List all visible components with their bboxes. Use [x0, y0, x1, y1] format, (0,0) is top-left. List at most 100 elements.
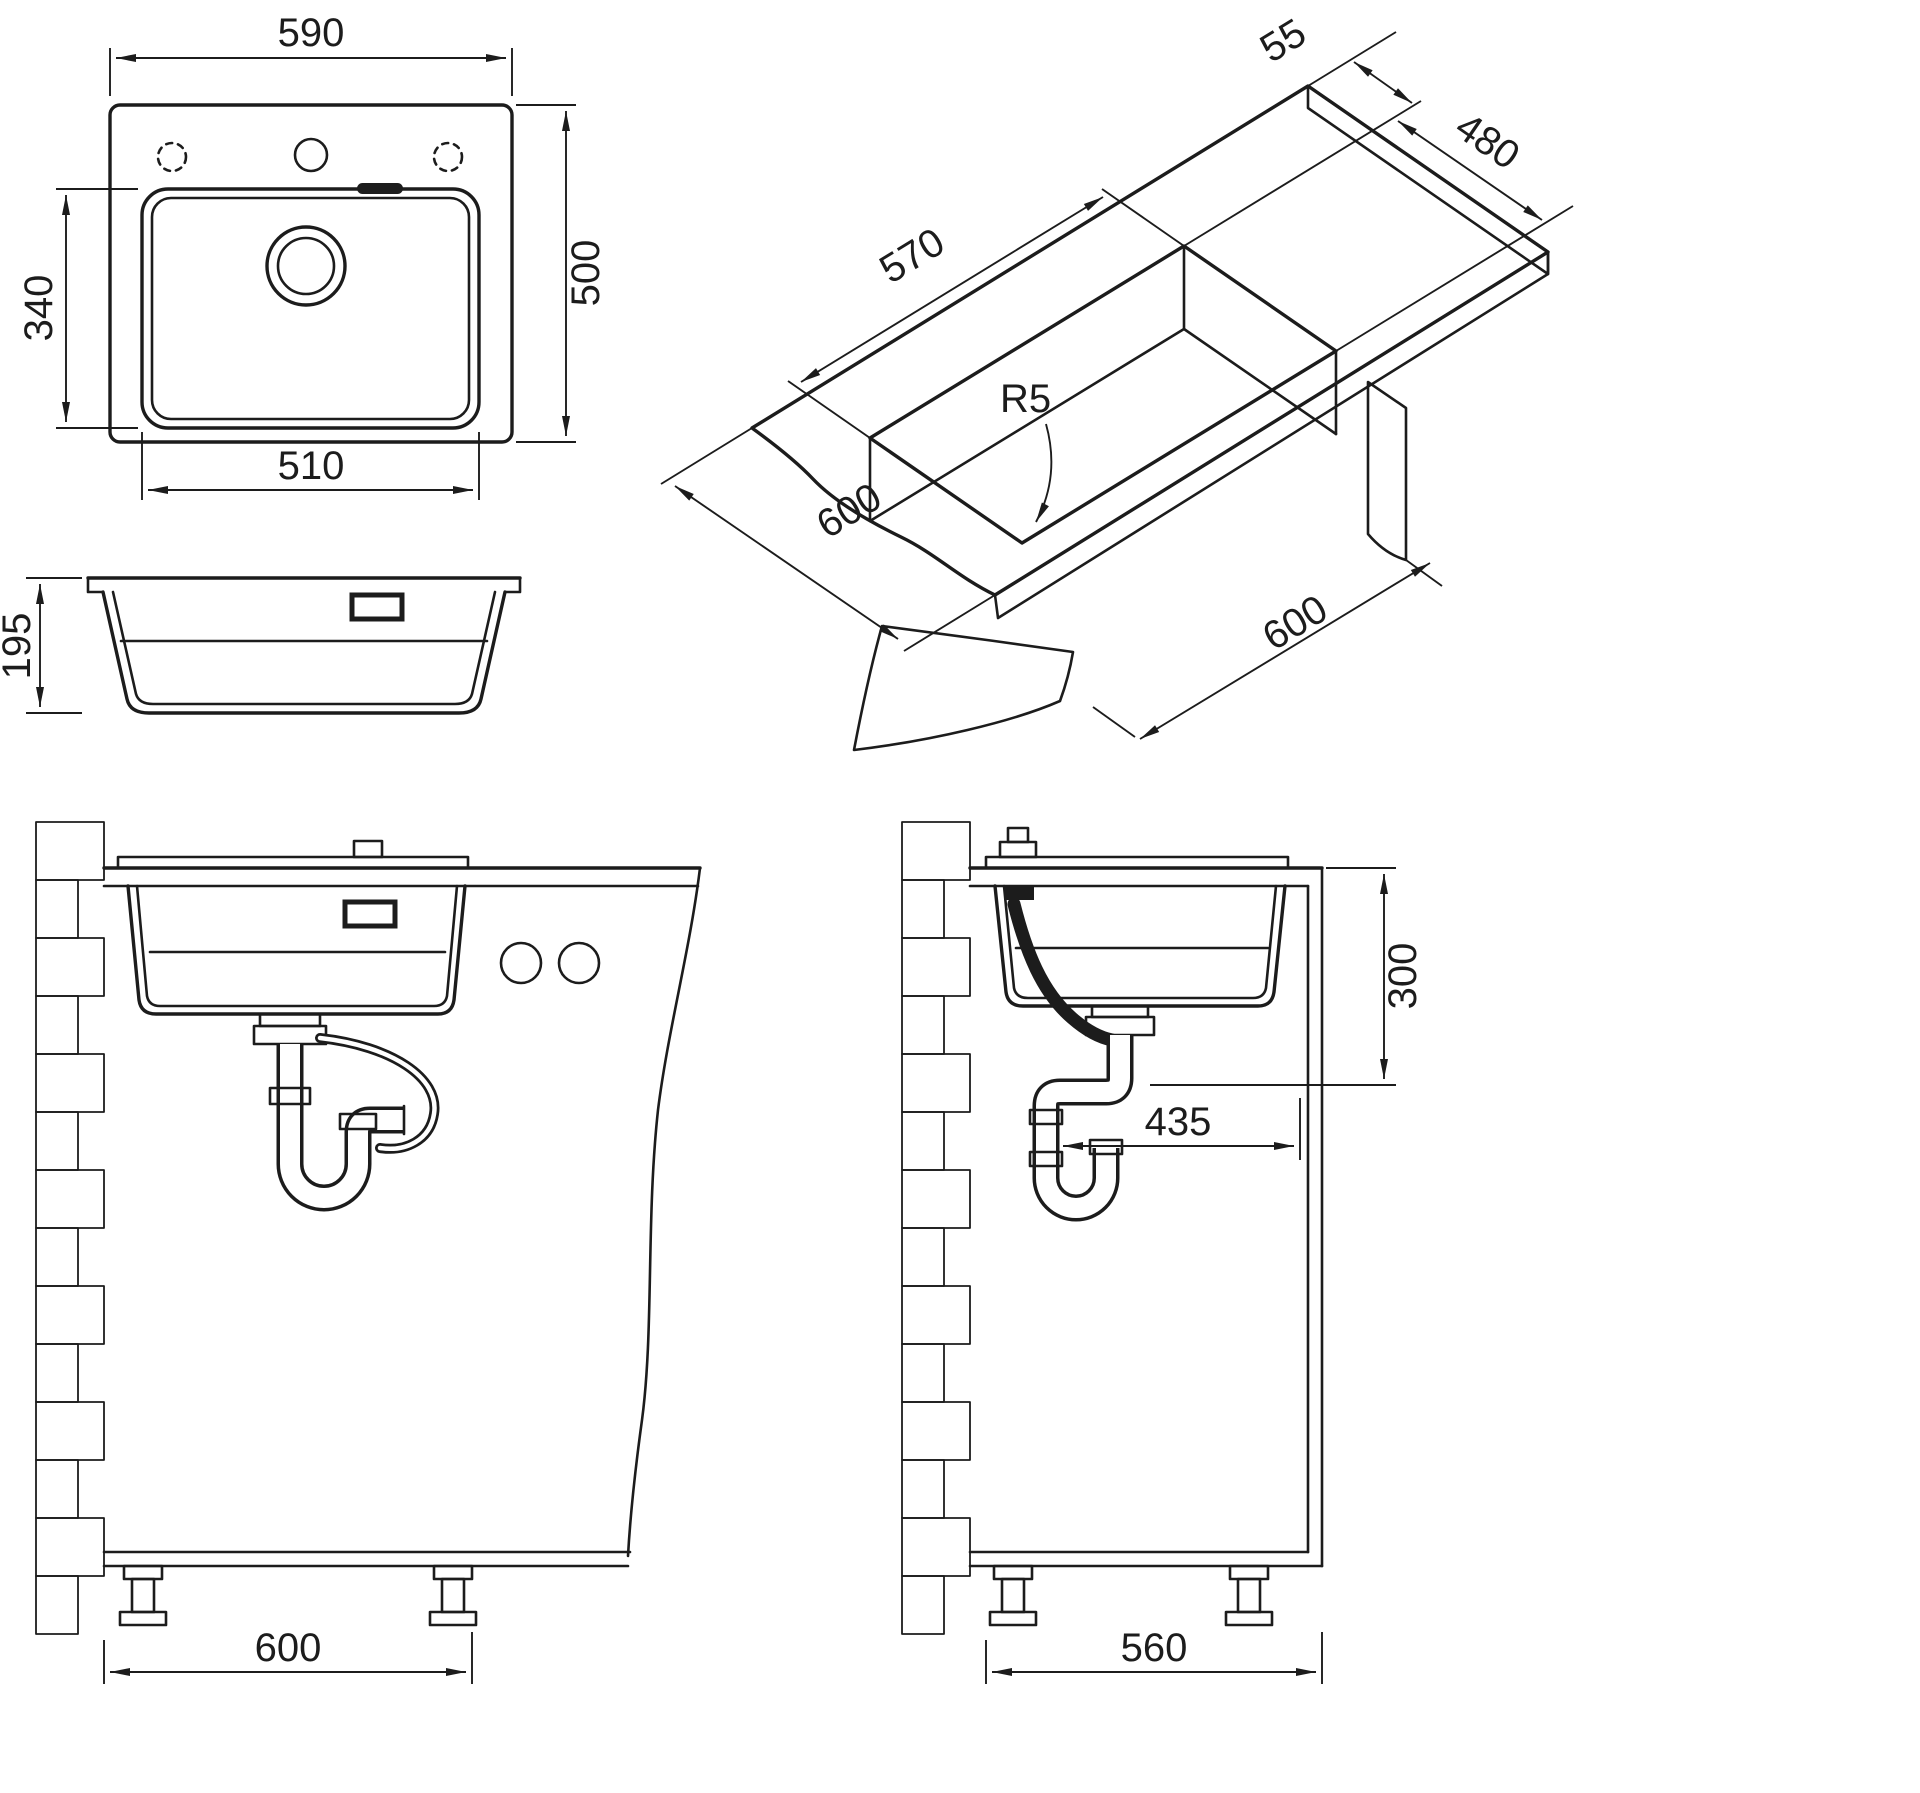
leg-foot: [118, 1610, 168, 1627]
dim-bowl-depth: 340: [17, 188, 138, 429]
tap-hole-left-dashed: [156, 141, 188, 173]
leg-foot: [988, 1610, 1038, 1627]
dim-label-560: 560: [1121, 1626, 1188, 1670]
overflow-hose: [1007, 897, 1119, 1047]
brick: [901, 1053, 971, 1113]
dim-worktop-depth: 600: [660, 427, 996, 652]
overflow-opening: [342, 899, 398, 929]
drain-outer-ring: [265, 225, 347, 307]
service-hole-right: [557, 941, 601, 985]
brick: [35, 1227, 79, 1287]
wall-hatch-right: [901, 821, 971, 1635]
leg-mount: [1228, 1564, 1270, 1581]
sink-cutout-opening: [868, 244, 1338, 545]
dim-drain-offset: 435: [1063, 1098, 1301, 1160]
dim-label-600-front: 600: [255, 1626, 322, 1670]
dim-cabinet-width: 600: [103, 1626, 473, 1684]
dim-cutout-depth: 480: [1183, 100, 1574, 352]
trap-union-nut: [268, 1086, 312, 1106]
dim-label-r5: R5: [1000, 377, 1051, 421]
dim-label-195: 195: [0, 613, 39, 680]
dim-overall-depth: 500: [516, 104, 608, 443]
brick: [35, 1111, 79, 1171]
bowl-inner-edge: [150, 196, 471, 421]
brick: [35, 1285, 105, 1345]
brick: [901, 995, 945, 1055]
bowl-outer-wall: [993, 884, 1287, 1008]
brick: [35, 1169, 105, 1229]
dim-label-500: 500: [564, 240, 608, 307]
flexible-hose-core: [317, 1035, 437, 1151]
leg-stem: [130, 1577, 156, 1614]
drain-locknut: [252, 1024, 328, 1046]
side-install-view: 300 435 560: [901, 821, 1425, 1684]
brick: [35, 1459, 79, 1519]
tap-stub: [1006, 826, 1030, 844]
sink-outer-outline: [108, 103, 514, 444]
top-view: 590 500 340 510: [17, 11, 608, 500]
rim-left-lip: [86, 576, 105, 594]
isometric-view: 570 480 55 R5 600: [660, 11, 1574, 752]
trap-union-nut: [1028, 1108, 1064, 1126]
brick: [901, 1459, 945, 1519]
brick: [35, 937, 105, 997]
leg-mount: [122, 1564, 164, 1581]
tap-mount: [998, 840, 1038, 859]
brick: [35, 821, 105, 881]
trap-pipe-bore: [1036, 1035, 1130, 1218]
dim-label-570: 570: [872, 220, 952, 292]
dim-cabinet-depth: 560: [985, 1626, 1323, 1684]
brick: [901, 1285, 971, 1345]
brick: [35, 879, 79, 939]
trap-outlet-nut: [338, 1112, 378, 1131]
bowl-inner-wall: [1002, 884, 1278, 1000]
brick: [35, 1517, 105, 1577]
trap-union-nut: [1028, 1150, 1064, 1168]
leg-foot: [428, 1610, 478, 1627]
service-hole-left: [499, 941, 543, 985]
sink-rim: [984, 855, 1290, 870]
dim-cabinet-min-width: 600: [1092, 559, 1443, 740]
bowl-outer-wall: [126, 884, 467, 1016]
dim-back-offset: 55: [1253, 11, 1413, 104]
leg-mount: [992, 1564, 1034, 1581]
bowl-outer-wall: [101, 590, 507, 715]
worktop-right-edge-face: [1306, 84, 1550, 276]
leg-stem: [1000, 1577, 1026, 1614]
brick: [35, 995, 79, 1055]
callout-corner-radius: R5: [1000, 377, 1053, 523]
brick: [901, 1517, 971, 1577]
dim-label-55: 55: [1253, 11, 1314, 72]
dim-overall-width: 590: [109, 11, 513, 96]
drain-flange: [258, 1012, 322, 1028]
dim-drain-drop: 300: [1150, 867, 1425, 1086]
sink-rim: [116, 855, 470, 870]
overflow-opening: [349, 592, 405, 622]
dim-label-600-cabinet: 600: [1255, 587, 1335, 659]
dim-label-435: 435: [1145, 1100, 1212, 1144]
leg-stem: [1236, 1577, 1262, 1614]
brick: [35, 1401, 105, 1461]
cabinet-side-panel: [1366, 380, 1408, 562]
leg-stem: [440, 1577, 466, 1614]
dim-label-340: 340: [17, 275, 61, 342]
tap-hole-right-dashed: [432, 141, 464, 173]
overflow-slot: [357, 183, 403, 194]
brick: [901, 1401, 971, 1461]
tap-hole-center: [293, 137, 329, 173]
front-install-view: 600: [35, 821, 702, 1684]
cutout-wall-bottom: [868, 327, 1338, 523]
leg-foot: [1224, 1610, 1274, 1627]
brick: [901, 937, 971, 997]
dim-label-300: 300: [1381, 943, 1425, 1010]
wall-hatch-left: [35, 821, 105, 1635]
brick: [901, 1169, 971, 1229]
bowl-inner-wall: [111, 590, 497, 706]
p-trap-pipe-bore: [280, 1044, 404, 1208]
brick: [901, 879, 945, 939]
leg-mount: [432, 1564, 474, 1581]
dim-label-510: 510: [278, 444, 345, 488]
brick: [35, 1343, 79, 1403]
cabinet-front-panel-torn: [852, 624, 1075, 752]
